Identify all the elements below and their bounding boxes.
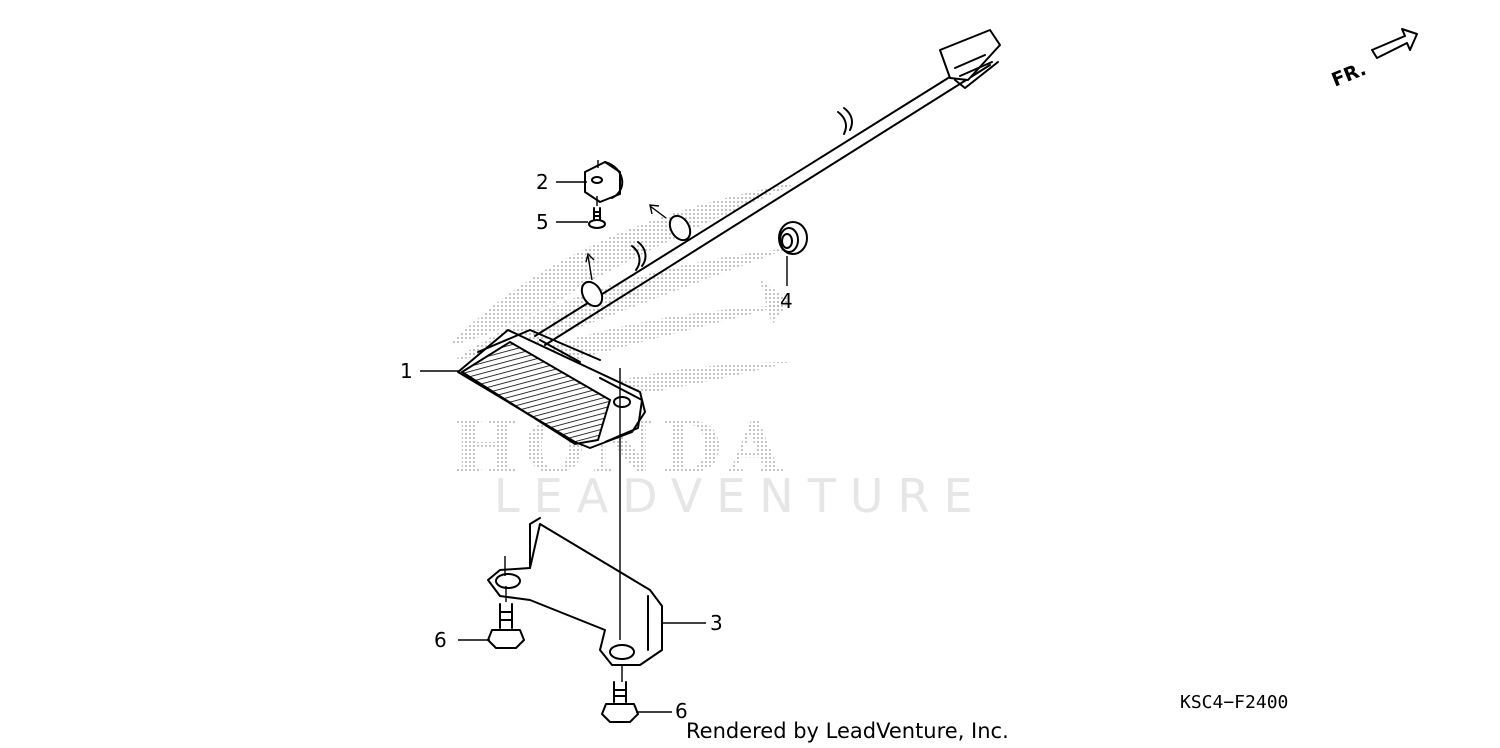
diagram-code: KSC4−F2400 bbox=[1180, 692, 1288, 713]
watermark-vendor: LEADVENTURE bbox=[494, 469, 987, 523]
assembly-guides bbox=[504, 160, 667, 682]
part-5-screw bbox=[588, 207, 606, 229]
part-1-tail-light bbox=[457, 329, 646, 449]
callout-6-upper: 6 bbox=[434, 628, 447, 652]
front-direction-indicator: FR. bbox=[1328, 28, 1418, 92]
callout-4: 4 bbox=[780, 289, 793, 313]
callout-6-lower: 6 bbox=[675, 699, 688, 723]
callout-5: 5 bbox=[536, 210, 549, 234]
callout-3: 3 bbox=[710, 611, 723, 635]
render-credit: Rendered by LeadVenture, Inc. bbox=[686, 719, 1009, 743]
callout-2: 2 bbox=[536, 170, 549, 194]
part-4-grommet bbox=[778, 221, 808, 255]
wire-connector bbox=[939, 29, 1001, 89]
part-6-bolt-lower bbox=[601, 681, 639, 723]
callout-leaders bbox=[420, 181, 788, 713]
part-6-bolt-upper bbox=[487, 603, 525, 649]
front-indicator-label: FR. bbox=[1328, 58, 1369, 92]
tail-light-wire bbox=[534, 54, 991, 346]
part-2-cable-clamp bbox=[584, 161, 624, 203]
part-3-bracket bbox=[487, 517, 663, 666]
callout-1: 1 bbox=[400, 359, 413, 383]
